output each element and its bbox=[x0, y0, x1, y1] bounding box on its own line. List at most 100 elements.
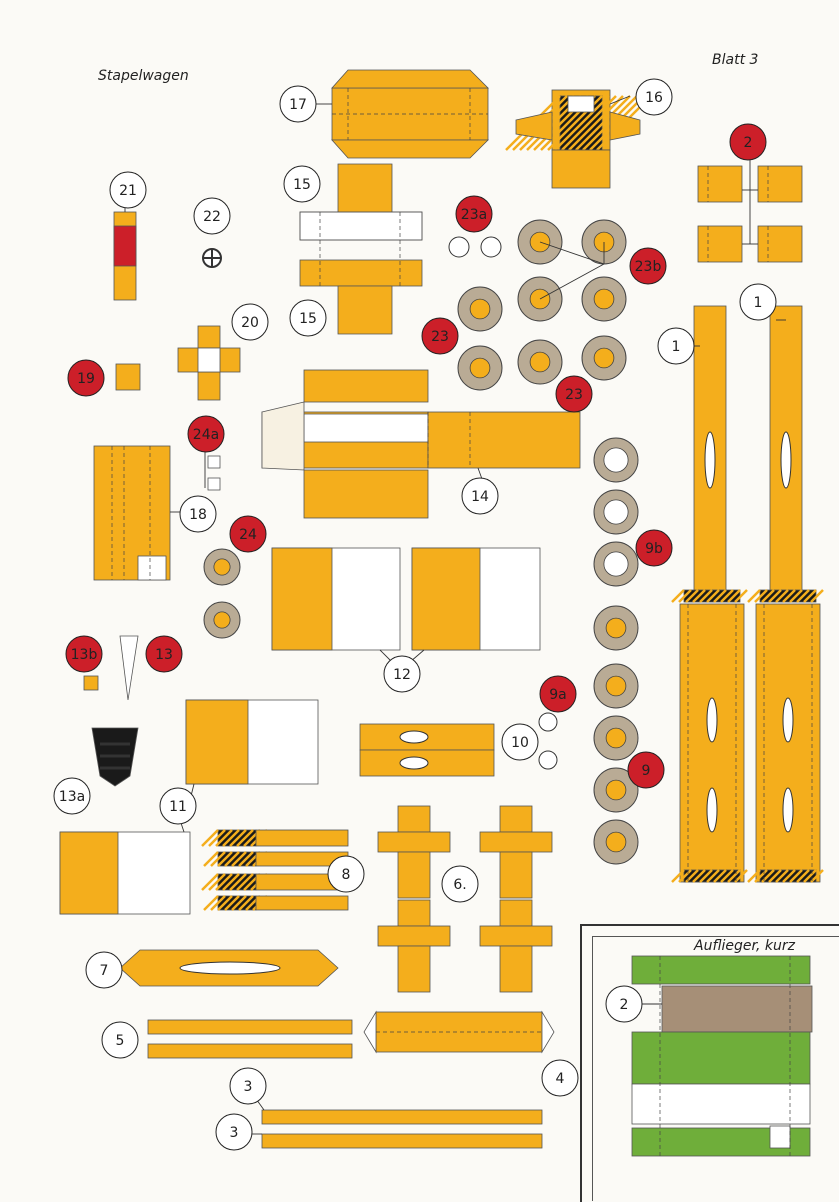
wheel-hub bbox=[469, 298, 491, 320]
part-9a-disc bbox=[538, 750, 558, 770]
part-6-top bbox=[397, 805, 431, 833]
part-number-text: 8 bbox=[342, 867, 351, 883]
part-10-slot bbox=[399, 730, 429, 744]
part-number-text: 13a bbox=[59, 789, 85, 805]
part-number-label: 15 bbox=[283, 165, 321, 203]
label-circle bbox=[629, 247, 667, 285]
label-circle bbox=[657, 327, 695, 365]
part-6-top bbox=[499, 899, 533, 927]
part-4-end bbox=[363, 1010, 377, 1054]
part-number-text: 6. bbox=[453, 877, 466, 893]
part-number-label: 16 bbox=[635, 78, 673, 116]
part-15-top bbox=[337, 163, 393, 215]
part-3-strip bbox=[261, 1133, 543, 1149]
part-8-strip bbox=[255, 895, 349, 911]
part-number-label: 8 bbox=[327, 855, 365, 893]
hazard-stripe-line bbox=[678, 589, 692, 603]
hazard-stripe-line bbox=[201, 873, 219, 891]
part-number-label: 24a bbox=[187, 415, 225, 453]
label-circle bbox=[461, 477, 499, 515]
label-circle bbox=[383, 655, 421, 693]
hazard-stripe-line bbox=[810, 589, 824, 603]
part-number-label: 2 bbox=[729, 123, 767, 161]
part-number-text: 19 bbox=[77, 371, 95, 387]
label-circle bbox=[229, 515, 267, 553]
inset-border bbox=[580, 924, 839, 1202]
part-number-text: 13 bbox=[155, 647, 173, 663]
part-number-label: 3 bbox=[215, 1113, 253, 1151]
wheel-hub bbox=[605, 617, 627, 639]
part-6-arms bbox=[377, 831, 451, 853]
leader-line bbox=[539, 263, 605, 300]
part-6-arms bbox=[479, 831, 553, 853]
part-number-text: 9 bbox=[642, 763, 651, 779]
part-number-text: 14 bbox=[471, 489, 489, 505]
wheel-ring-hole bbox=[603, 499, 629, 525]
hazard-stripe-line bbox=[231, 851, 247, 867]
hazard-stripe-line bbox=[238, 895, 254, 911]
part-number-label: 10 bbox=[501, 723, 539, 761]
part-number-label: 23 bbox=[421, 317, 459, 355]
wheel-hub bbox=[213, 611, 231, 629]
hazard-stripe-line bbox=[747, 589, 761, 603]
part-number-label: 23 bbox=[555, 375, 593, 413]
wheel-hub bbox=[605, 779, 627, 801]
label-circle bbox=[53, 777, 91, 815]
leader-line bbox=[609, 95, 631, 105]
part-16-window bbox=[567, 95, 595, 113]
label-circle bbox=[635, 529, 673, 567]
part-17-tab bbox=[331, 139, 489, 159]
label-circle bbox=[231, 303, 269, 341]
label-circle bbox=[555, 375, 593, 413]
part-10-slot bbox=[399, 756, 429, 770]
wheel-hub bbox=[529, 351, 551, 373]
hazard-stripe-line bbox=[796, 869, 810, 883]
part-number-label: 12 bbox=[383, 655, 421, 693]
part-6-top bbox=[499, 805, 533, 833]
part-number-text: 18 bbox=[189, 507, 207, 523]
hazard-stripe-line bbox=[208, 829, 226, 847]
part-number-text: 3 bbox=[244, 1079, 253, 1095]
label-circle bbox=[179, 495, 217, 533]
part-21-band bbox=[113, 225, 137, 267]
part-number-text: 20 bbox=[241, 315, 259, 331]
part-15-bottom bbox=[337, 285, 393, 335]
hazard-stripe-line bbox=[208, 873, 226, 891]
part-17-tab bbox=[331, 69, 489, 89]
hazard-stripe-line bbox=[224, 895, 240, 911]
part-3-strip bbox=[261, 1109, 543, 1125]
hazard-stripe-line bbox=[215, 829, 233, 847]
part-9a-disc bbox=[538, 712, 558, 732]
hazard-stripe-line bbox=[215, 873, 233, 891]
label-circle bbox=[455, 195, 493, 233]
part-number-label: 13 bbox=[145, 635, 183, 673]
part-number-label: 23b bbox=[629, 247, 667, 285]
hazard-stripe-line bbox=[229, 873, 247, 891]
part-number-label: 9a bbox=[539, 675, 577, 713]
part-1-slot bbox=[780, 431, 792, 489]
label-circle bbox=[605, 985, 643, 1023]
part-6-bottom bbox=[499, 851, 533, 899]
part-number-label: 19 bbox=[67, 359, 105, 397]
part-number-text: 1 bbox=[754, 295, 763, 311]
part-number-text: 10 bbox=[511, 735, 529, 751]
part-8-strip bbox=[255, 829, 349, 847]
part-15-outline bbox=[299, 211, 423, 241]
part-12-fill bbox=[271, 547, 333, 651]
part-2-panel bbox=[697, 165, 743, 203]
part-number-label: 2 bbox=[605, 985, 643, 1023]
part-6-bottom bbox=[499, 945, 533, 993]
part-1-frame bbox=[755, 603, 821, 883]
part-24a-square bbox=[207, 455, 221, 469]
part-number-label: 3 bbox=[229, 1067, 267, 1105]
label-circle bbox=[101, 1021, 139, 1059]
hazard-stripe-line bbox=[203, 895, 219, 911]
label-circle bbox=[283, 165, 321, 203]
part-13-spike bbox=[119, 635, 139, 701]
part-number-label: 20 bbox=[231, 303, 269, 341]
part-16-wing bbox=[609, 111, 641, 141]
label-circle bbox=[215, 1113, 253, 1151]
hazard-stripe-line bbox=[692, 869, 706, 883]
leader-line bbox=[539, 241, 605, 265]
